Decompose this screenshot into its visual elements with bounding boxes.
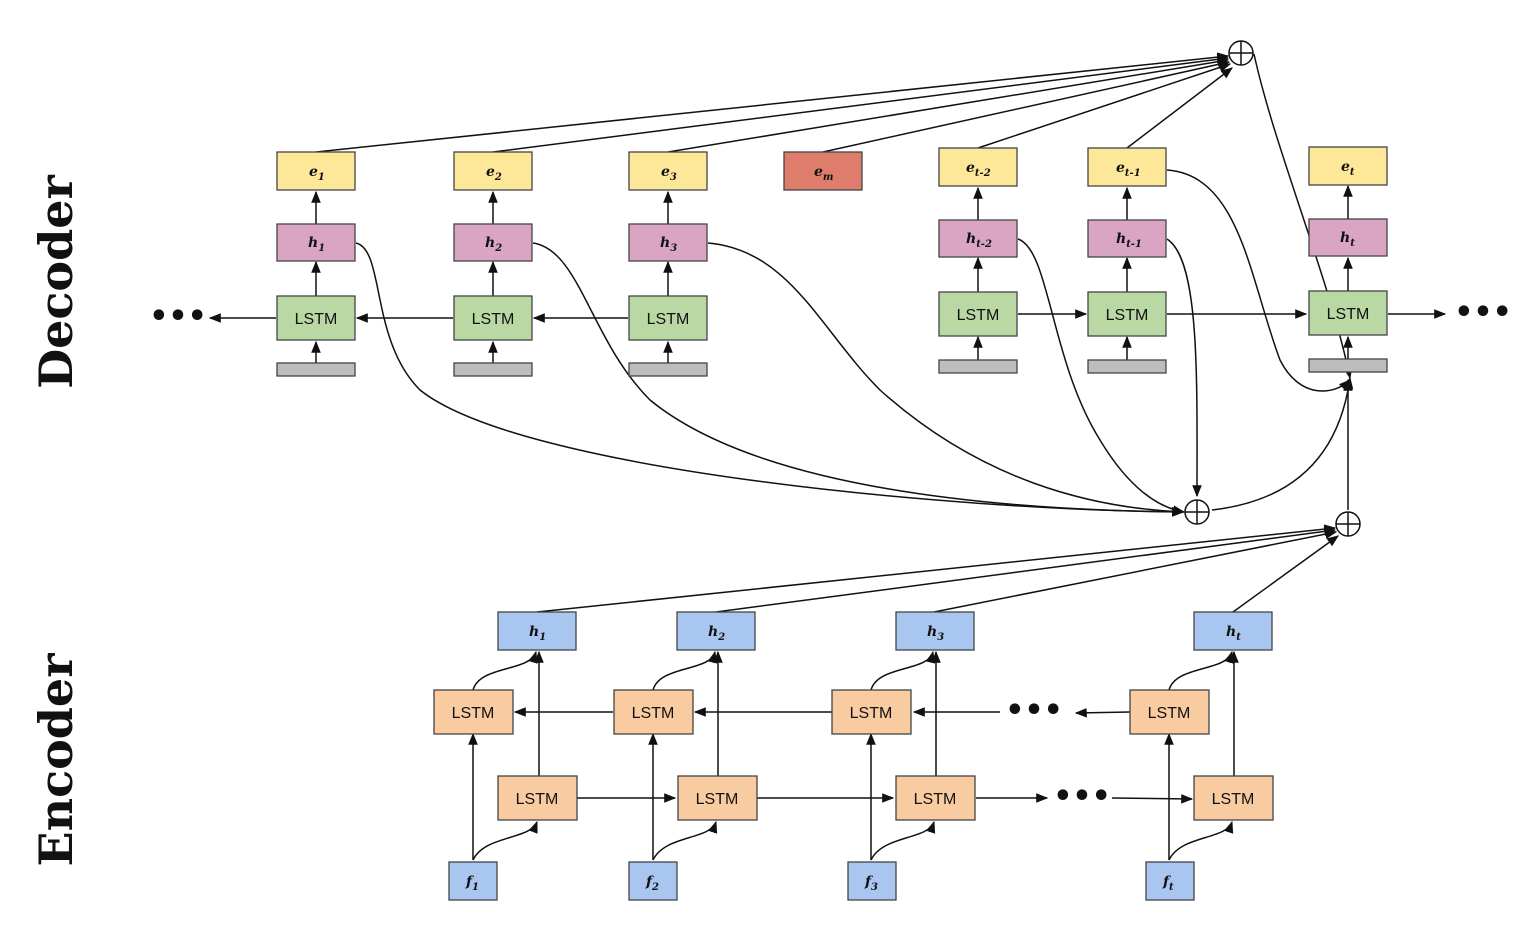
encoder-input-f3: f3 [847,861,897,901]
decoder-hidden-ht-1: ht-1 [1087,219,1167,258]
svg-text:e3: e3 [661,164,677,183]
encoder-hidden-row: h1 h2 h3 ht [497,611,1273,651]
svg-text:e2: e2 [486,164,502,183]
decoder-hidden-h2: h2 [453,223,533,262]
sum-node-top [1228,40,1254,66]
decoder-lstm-t-1: LSTM [1087,291,1167,337]
decoder-lstm-t: LSTM [1308,290,1388,336]
svg-text:h1: h1 [529,624,546,643]
encoder-backward-lstm-row: LSTM LSTM LSTM LSTM [433,689,1210,735]
svg-text:h2: h2 [708,624,725,643]
decoder-hidden-h1: h1 [276,223,356,262]
decoder-output-et-1: et-1 [1087,147,1167,187]
svg-text:h2: h2 [485,235,502,254]
svg-text:LSTM: LSTM [632,705,675,722]
decoder-hidden-row: h1 h2 h3 ht-2 ht-1 ht [276,218,1388,262]
encoder-forward-lstm-2: LSTM [677,775,758,821]
svg-text:LSTM: LSTM [1327,306,1370,323]
decoder-ellipsis-left: ••• [149,299,207,334]
encoder-backward-lstm-t: LSTM [1129,689,1210,735]
encoder-backward-lstm-1: LSTM [433,689,514,735]
svg-text:LSTM: LSTM [647,311,690,328]
connections [208,52,1447,861]
svg-text:et-1: et-1 [1116,160,1141,179]
decoder-ellipsis-right: ••• [1454,295,1512,330]
svg-text:LSTM: LSTM [696,791,739,808]
encoder-input-ft: ft [1145,861,1195,901]
svg-text:LSTM: LSTM [452,705,495,722]
svg-text:ht: ht [1226,624,1241,643]
decoder-lstm-row: LSTM LSTM LSTM LSTM LSTM LSTM [276,290,1388,341]
encoder-input-f2: f2 [628,861,678,901]
svg-text:h1: h1 [308,235,325,254]
svg-text:h3: h3 [660,235,677,254]
decoder-input-row [276,358,1388,377]
svg-text:f3: f3 [864,874,878,893]
encoder-ellipsis-backward: ••• [1005,693,1063,728]
decoder-side-label: Decoder [29,174,83,388]
encoder-forward-lstm-t: LSTM [1193,775,1274,821]
encoder-side-label: Encoder [29,653,83,867]
svg-text:LSTM: LSTM [914,791,957,808]
svg-text:LSTM: LSTM [1106,307,1149,324]
svg-text:ht: ht [1340,230,1355,249]
decoder-output-et-2: et-2 [938,147,1018,187]
svg-text:LSTM: LSTM [295,311,338,328]
decoder-input-1 [276,362,356,377]
svg-text:e1: e1 [309,164,325,183]
encoder-input-row: f1 f2 f3 ft [448,861,1195,901]
decoder-output-et: et [1308,146,1388,186]
decoder-output-em: em [783,151,863,191]
decoder-lstm-3: LSTM [628,295,708,341]
decoder-output-e1: e1 [276,151,356,191]
svg-text:LSTM: LSTM [1148,705,1191,722]
decoder-lstm-1: LSTM [276,295,356,341]
svg-text:ht-2: ht-2 [966,231,992,250]
encoder-backward-lstm-3: LSTM [831,689,912,735]
decoder-lstm-t-2: LSTM [938,291,1018,337]
encoder-hidden-h2: h2 [676,611,756,651]
decoder-input-t-2 [938,359,1018,374]
decoder-hidden-ht-2: ht-2 [938,219,1018,258]
svg-text:LSTM: LSTM [957,307,1000,324]
svg-text:et-2: et-2 [966,160,991,179]
encoder-forward-lstm-row: LSTM LSTM LSTM LSTM [497,775,1274,821]
decoder-input-t [1308,358,1388,373]
svg-text:LSTM: LSTM [472,311,515,328]
svg-text:ft: ft [1162,874,1174,893]
decoder-output-e3: e3 [628,151,708,191]
svg-text:h3: h3 [927,624,944,643]
encoder-forward-lstm-3: LSTM [895,775,976,821]
encoder-input-f1: f1 [448,861,498,901]
decoder-input-2 [453,362,533,377]
svg-text:em: em [814,164,834,183]
svg-text:ht-1: ht-1 [1116,231,1142,250]
encoder-hidden-h1: h1 [497,611,577,651]
decoder-input-3 [628,362,708,377]
decoder-hidden-h3: h3 [628,223,708,262]
encoder-hidden-h3: h3 [895,611,975,651]
sum-node-middle [1184,499,1210,525]
decoder-output-row: e1 e2 e3 em et-2 et-1 et [276,146,1388,191]
encoder-backward-lstm-2: LSTM [613,689,694,735]
svg-text:et: et [1341,159,1355,178]
svg-text:LSTM: LSTM [1212,791,1255,808]
decoder-hidden-ht: ht [1308,218,1388,257]
decoder-input-t-1 [1087,359,1167,374]
encoder-forward-lstm-1: LSTM [497,775,578,821]
svg-text:LSTM: LSTM [516,791,559,808]
svg-text:f2: f2 [645,874,659,893]
svg-text:LSTM: LSTM [850,705,893,722]
encoder-ellipsis-forward: ••• [1053,779,1111,814]
sum-node-encoder [1335,511,1361,537]
svg-text:f1: f1 [465,874,479,893]
encoder-hidden-ht: ht [1193,611,1273,651]
decoder-output-e2: e2 [453,151,533,191]
decoder-lstm-2: LSTM [453,295,533,341]
